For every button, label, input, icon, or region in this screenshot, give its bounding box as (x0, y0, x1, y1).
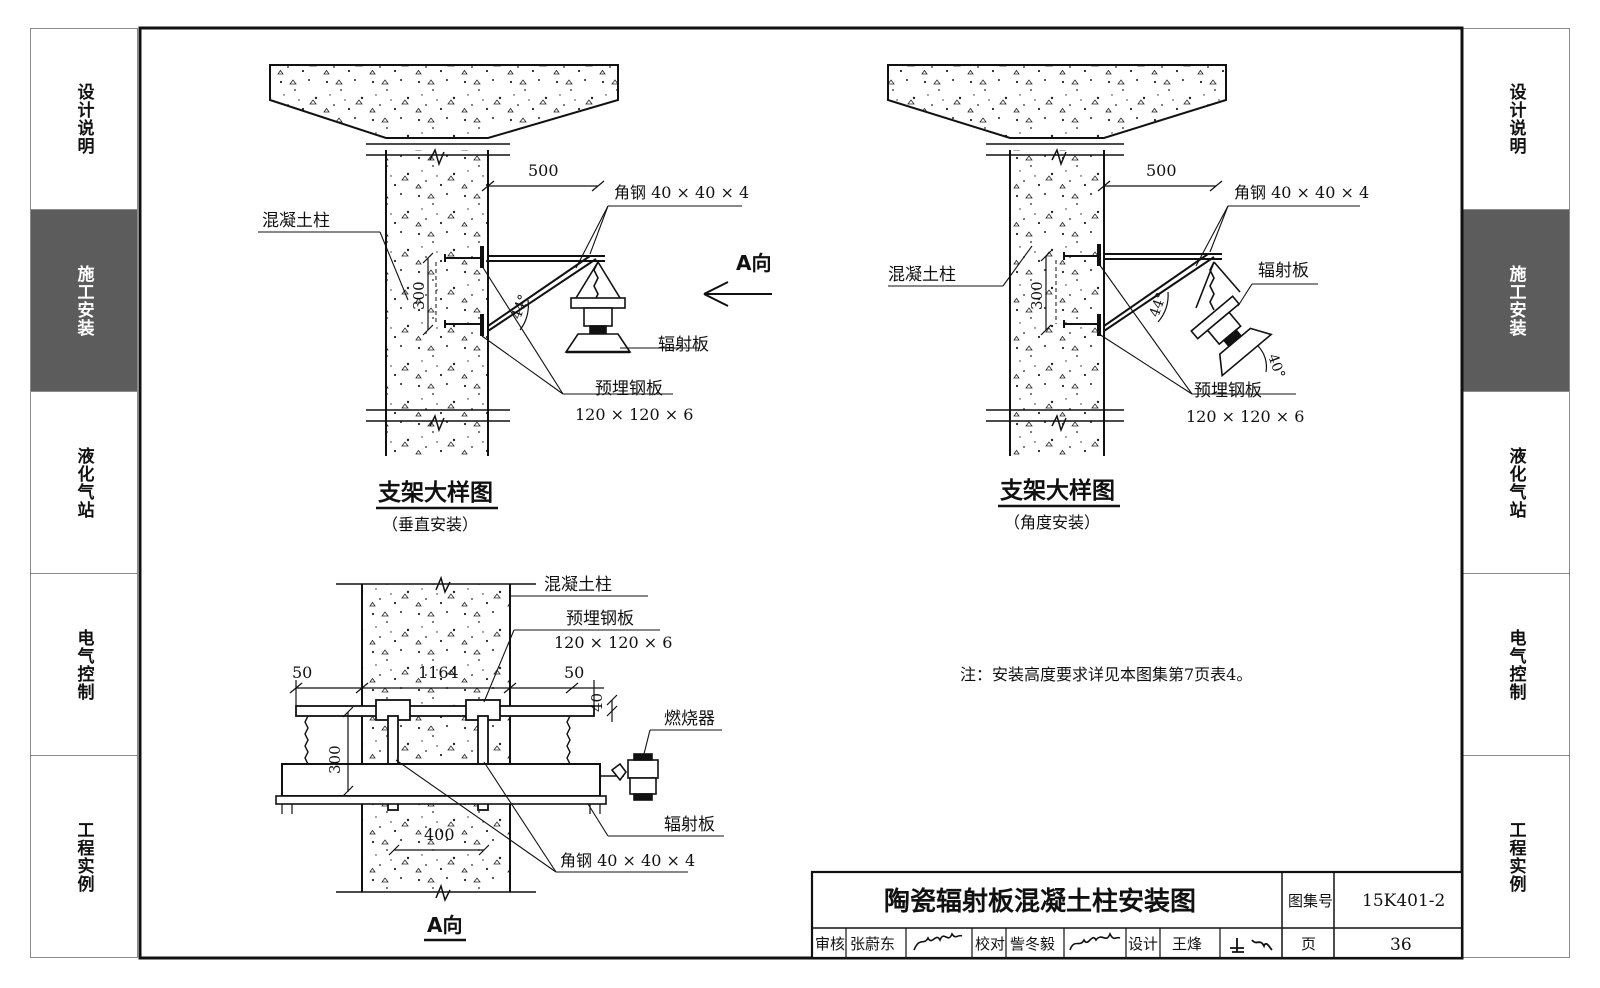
embed-plate-label: 预埋钢板 (595, 379, 663, 399)
left-tab-project-examples[interactable]: 工程实例 (31, 756, 137, 957)
title-block (810, 870, 1464, 960)
tab-label: 电气控制 (1505, 628, 1526, 701)
designer-name: 王烽 (1172, 935, 1202, 953)
burner-icon (600, 753, 659, 801)
dim-50-right: 50 (564, 663, 584, 682)
tab-label: 工程实例 (73, 820, 94, 893)
tab-label: 设计说明 (1505, 83, 1526, 155)
beam-slab-top (269, 64, 619, 139)
detail-angled-install: 500 300 44° 40° (887, 64, 1369, 532)
angle-steel-label: 角钢 40 × 40 × 4 (614, 183, 749, 202)
left-tab-installation[interactable]: 施工安装 (31, 210, 137, 392)
tab-label: 设计说明 (73, 83, 94, 155)
radiant-panel-vertical (564, 261, 632, 354)
dim-400: 400 (424, 825, 455, 844)
right-tab-installation[interactable]: 施工安装 (1463, 210, 1569, 392)
column-label: 混凝土柱 (262, 211, 330, 231)
detail-title: 支架大样图 (999, 477, 1115, 504)
left-tab-electrical-control[interactable]: 电气控制 (31, 574, 137, 756)
detail-subtitle: （角度安装） (1004, 513, 1100, 532)
right-tab-project-examples[interactable]: 工程实例 (1463, 756, 1569, 957)
dim-500: 500 (1146, 161, 1177, 180)
angle-steel-label: 角钢 40 × 40 × 4 (1234, 183, 1369, 202)
angle-steel-label: 角钢 40 × 40 × 4 (560, 851, 695, 870)
dim-50-left: 50 (292, 663, 312, 682)
break-line (366, 143, 510, 433)
break-line (986, 143, 1124, 433)
right-tab-electrical-control[interactable]: 电气控制 (1463, 574, 1569, 756)
tab-label: 工程实例 (1505, 820, 1526, 893)
detail-title: 支架大样图 (377, 479, 493, 506)
main-frame (138, 26, 1464, 960)
tab-label: 施工安装 (1505, 264, 1526, 337)
reviewer-signature (913, 932, 963, 951)
steel-bracket (435, 246, 605, 336)
right-tab-design-notes[interactable]: 设计说明 (1463, 29, 1569, 210)
left-side-nav: 设计说明 施工安装 液化气站 电气控制 工程实例 (30, 28, 138, 958)
radiant-panel-label: 辐射板 (1258, 261, 1309, 281)
embed-plate-label: 预埋钢板 (566, 609, 634, 629)
embed-plate-size: 120 × 120 × 6 (575, 405, 693, 424)
tab-label: 电气控制 (73, 628, 94, 701)
page-label: 页 (1301, 935, 1316, 953)
radiant-panel-angled (1190, 261, 1273, 378)
review-label: 审核 (815, 935, 845, 953)
view-direction-arrow: A向 (703, 251, 772, 307)
support-beam (295, 705, 595, 717)
detail-vertical-install: 500 300 44° (258, 64, 749, 534)
direction-label: A向 (736, 251, 771, 275)
right-side-nav: 设计说明 施工安装 液化气站 电气控制 工程实例 (1462, 28, 1570, 958)
page-number: 36 (1390, 935, 1412, 955)
concrete-column (1010, 150, 1104, 456)
design-label: 设计 (1128, 935, 1158, 953)
beam-slab-top (887, 64, 1227, 139)
detail-subtitle: （垂直安装） (382, 515, 478, 534)
dim-300: 300 (1028, 281, 1046, 310)
left-tab-design-notes[interactable]: 设计说明 (31, 29, 137, 210)
atlas-no-label: 图集号 (1288, 892, 1333, 910)
concrete-column (386, 150, 488, 456)
atlas-no: 15K401-2 (1362, 891, 1445, 911)
designer-signature (1230, 938, 1273, 953)
radiant-panel-label: 辐射板 (658, 335, 709, 355)
drawing-title: 陶瓷辐射板混凝土柱安装图 (884, 887, 1196, 917)
column-label: 混凝土柱 (544, 575, 612, 595)
view-title: A向 (427, 913, 462, 937)
tab-label: 施工安装 (73, 264, 94, 337)
burner-label: 燃烧器 (664, 709, 715, 729)
radiant-panel-body (281, 763, 601, 797)
left-tab-lpg-station[interactable]: 液化气站 (31, 392, 137, 574)
column-label: 混凝土柱 (888, 265, 956, 285)
dim-500: 500 (528, 161, 559, 180)
radiant-panel-label: 辐射板 (664, 815, 715, 835)
embed-plate-label: 预埋钢板 (1194, 381, 1262, 401)
angle-44: 44° (509, 293, 533, 322)
check-label: 校对 (975, 935, 1005, 953)
right-tab-lpg-station[interactable]: 液化气站 (1463, 392, 1569, 574)
angle-40: 40° (1264, 352, 1288, 381)
angle-44: 44° (1147, 291, 1171, 320)
embed-plate-size: 120 × 120 × 6 (1186, 407, 1304, 426)
tab-label: 液化气站 (1505, 446, 1526, 519)
dim-1164: 1164 (418, 663, 459, 682)
dim-300: 300 (410, 281, 428, 310)
install-note: 注：安装高度要求详见本图集第7页表4。 (960, 665, 1252, 684)
reviewer-name: 张蔚东 (850, 935, 895, 953)
embed-plate-size: 120 × 120 × 6 (554, 633, 672, 652)
checker-name: 訾冬毅 (1010, 935, 1055, 953)
dim-40: 40 (588, 693, 606, 712)
tab-label: 液化气站 (73, 446, 94, 519)
view-a-elevation: 50 1164 50 40 300 400 混凝土柱 预埋钢板 120 × 12… (275, 575, 724, 942)
dim-300: 300 (326, 745, 344, 774)
checker-signature (1069, 932, 1121, 951)
